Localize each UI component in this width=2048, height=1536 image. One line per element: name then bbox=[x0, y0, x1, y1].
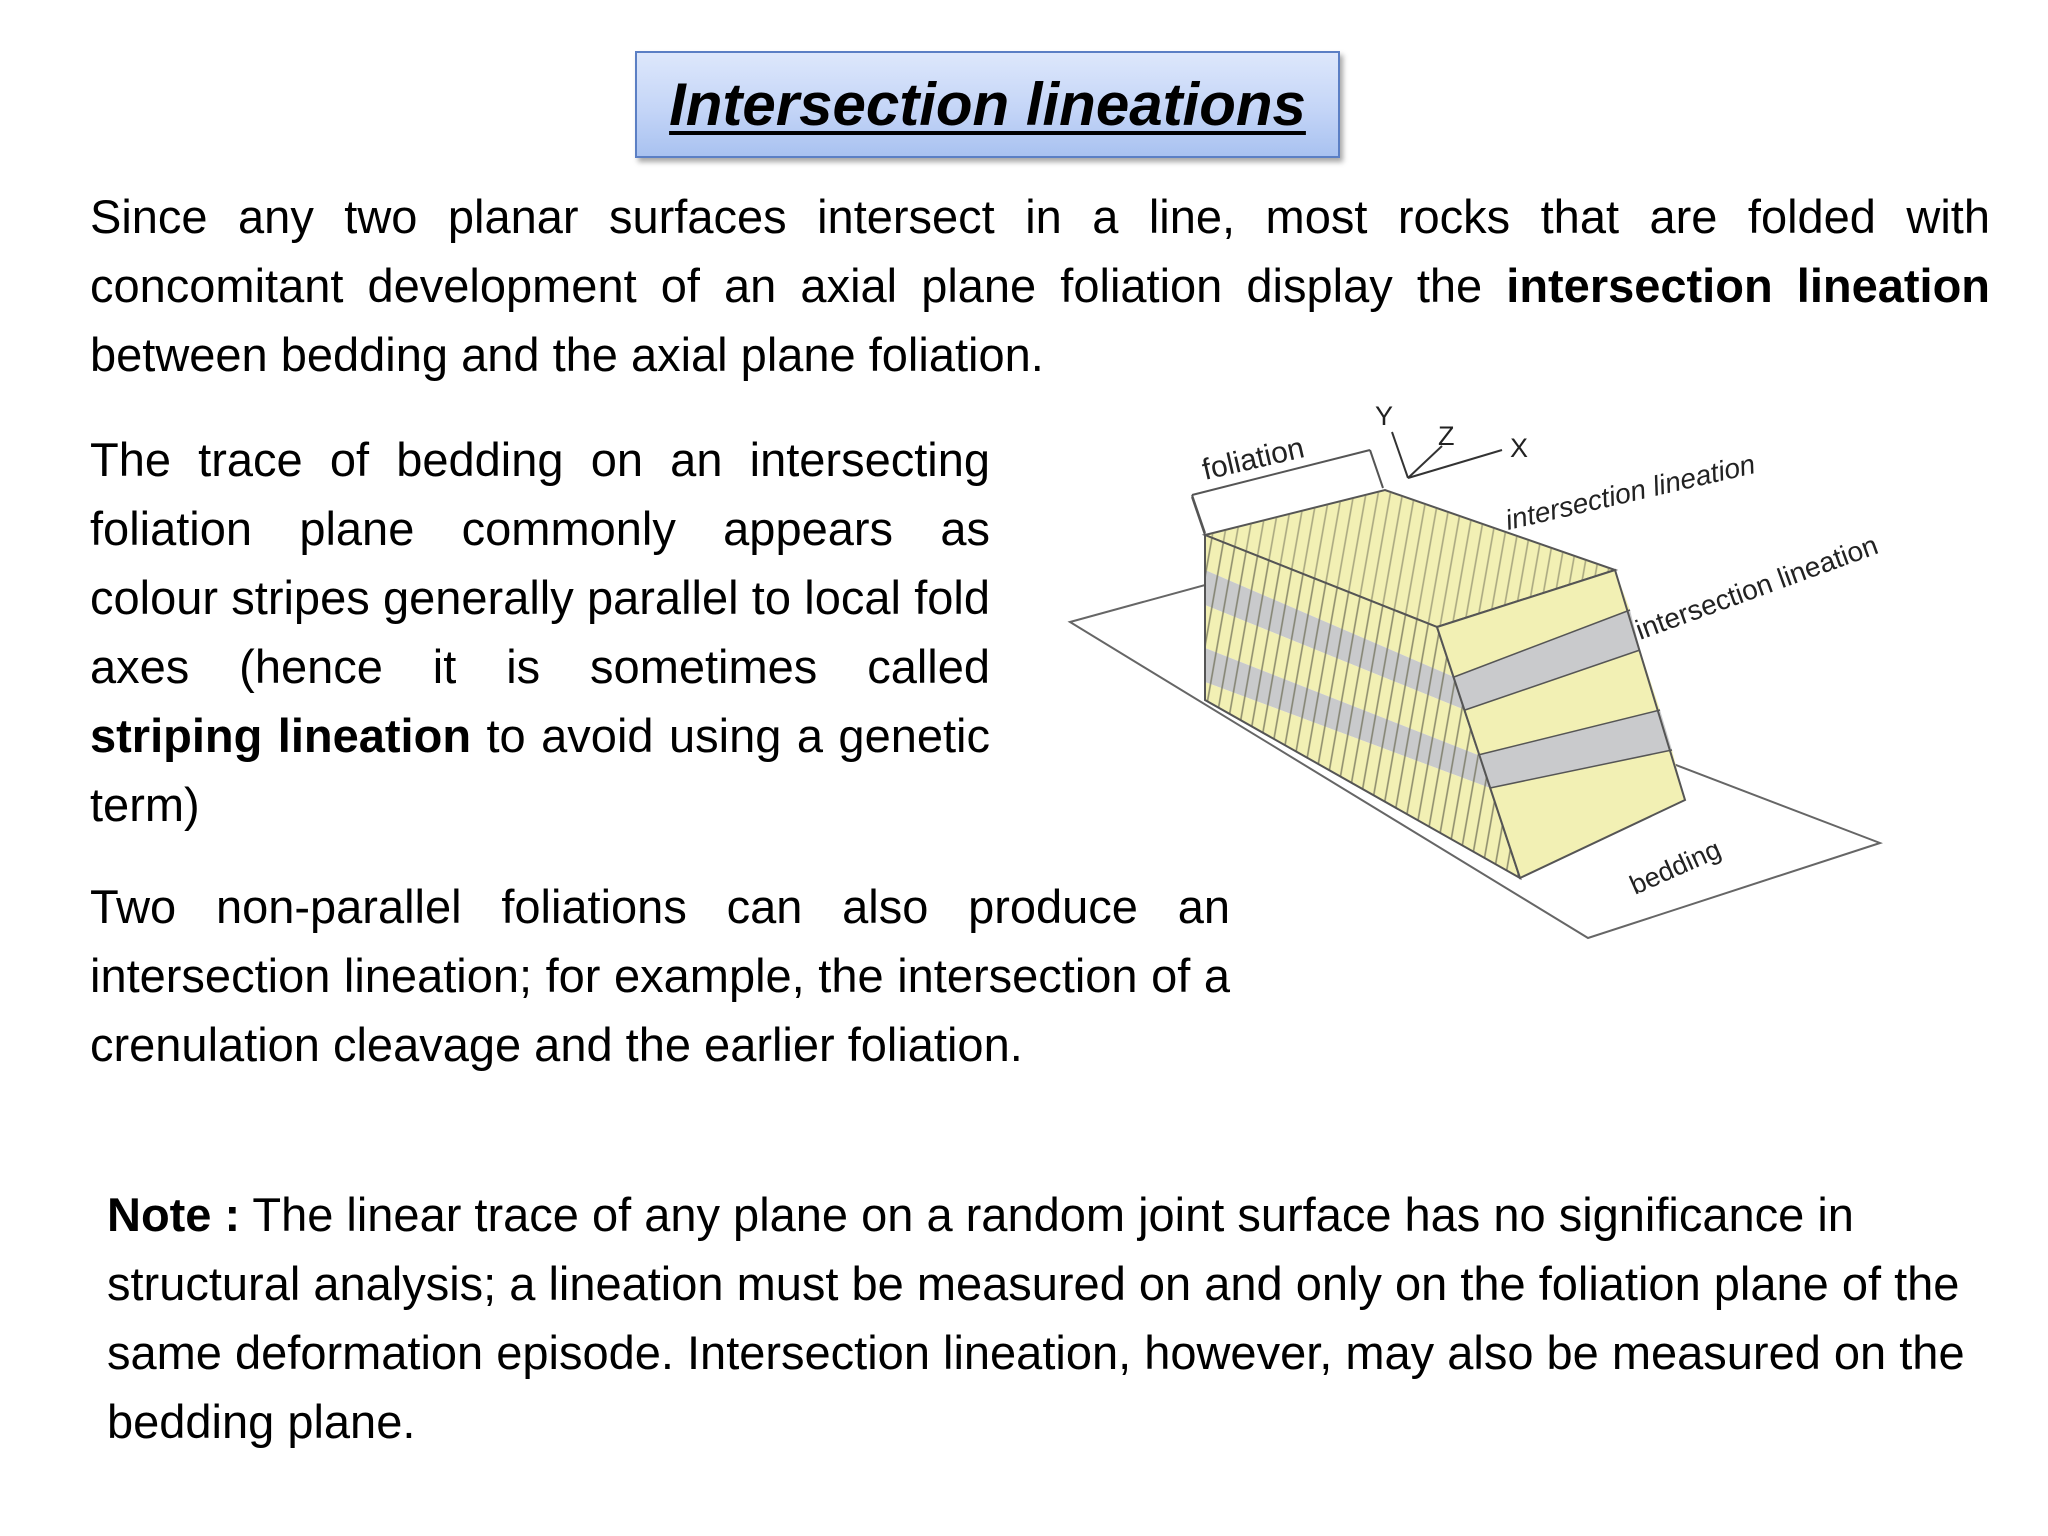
note-label: Note : bbox=[107, 1188, 241, 1241]
title-box: Intersection lineations bbox=[635, 51, 1340, 158]
side-face-outline bbox=[1435, 568, 1687, 880]
paragraph-trace: The trace of bedding on an intersecting … bbox=[90, 425, 990, 839]
intersection-lineation-label-1: intersection lineation bbox=[1502, 448, 1758, 536]
foliation-bracket-top bbox=[1191, 449, 1371, 496]
p3-text: Two non-parallel foliations can also pro… bbox=[90, 880, 1230, 1071]
side-band-5 bbox=[1490, 750, 1685, 878]
p1-bold-term: intersection lineation bbox=[1506, 259, 1990, 312]
p2-bold-term: striping lineation bbox=[90, 709, 472, 762]
p1-text-1: Since any two planar surfaces intersect … bbox=[90, 190, 1990, 312]
front-face-stripes bbox=[1205, 535, 1520, 878]
side-band-1 bbox=[1437, 570, 1630, 677]
p1-text-2: between bedding and the axial plane foli… bbox=[90, 328, 1044, 381]
note-text: The linear trace of any plane on a rando… bbox=[107, 1188, 1965, 1448]
foliation-bracket-left bbox=[1191, 494, 1206, 534]
slide-title: Intersection lineations bbox=[669, 71, 1306, 138]
side-band-line-2 bbox=[1464, 649, 1641, 711]
side-band-line-1 bbox=[1453, 609, 1631, 678]
axis-y-line bbox=[1391, 431, 1409, 479]
p2-text-2: to avoid using a genetic term) bbox=[90, 709, 990, 831]
foliation-bracket-right bbox=[1369, 449, 1384, 489]
block-diagram: foliation Y Z X intersection lineation i… bbox=[1067, 401, 1883, 940]
axis-z-label: Z bbox=[1438, 421, 1455, 451]
axis-y-label: Y bbox=[1375, 401, 1393, 431]
axis-x-line bbox=[1407, 449, 1503, 479]
side-band-line-3 bbox=[1477, 709, 1661, 756]
side-band-2 bbox=[1454, 610, 1640, 710]
intersection-lineation-label-2: intersection lineation bbox=[1631, 529, 1881, 645]
axis-z-line bbox=[1407, 445, 1443, 479]
side-band-3 bbox=[1465, 650, 1660, 755]
p2-text-1: The trace of bedding on an intersecting … bbox=[90, 433, 990, 693]
paragraph-intro: Since any two planar surfaces intersect … bbox=[90, 182, 1990, 389]
paragraph-non-parallel: Two non-parallel foliations can also pro… bbox=[90, 872, 1230, 1079]
axis-x-label: X bbox=[1510, 433, 1528, 463]
block-top-face-lines bbox=[1205, 490, 1615, 627]
side-band-line-4 bbox=[1489, 749, 1673, 789]
note-paragraph: Note : The linear trace of any plane on … bbox=[107, 1180, 1997, 1456]
side-band-4 bbox=[1478, 710, 1672, 788]
